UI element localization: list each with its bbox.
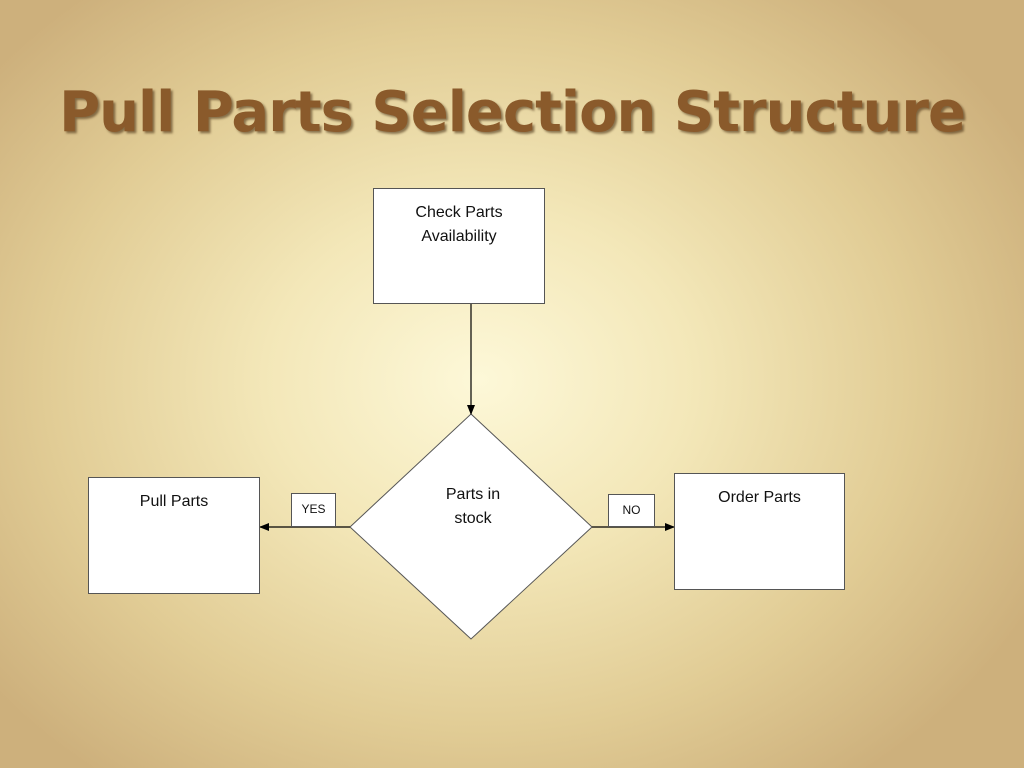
check-box-line-2: Availability xyxy=(421,228,497,245)
order-parts-label: Order Parts xyxy=(718,489,801,506)
no-edge-label: NO xyxy=(608,494,655,527)
decision-label-line-1: Parts in xyxy=(445,486,501,503)
pull-parts-label: Pull Parts xyxy=(139,493,209,510)
order-parts-box: Order Parts xyxy=(674,473,845,590)
check-parts-availability-box: Check Parts Availability xyxy=(373,188,545,304)
decision-label: Parts in stock xyxy=(413,483,533,531)
decision-diamond xyxy=(349,413,593,640)
yes-edge-label: YES xyxy=(291,493,336,527)
check-box-line-1: Check Parts xyxy=(415,204,503,221)
decision-label-line-2: stock xyxy=(454,510,492,527)
pull-parts-box: Pull Parts xyxy=(88,477,260,594)
slide-title: Pull Parts Selection Structure xyxy=(59,80,966,145)
